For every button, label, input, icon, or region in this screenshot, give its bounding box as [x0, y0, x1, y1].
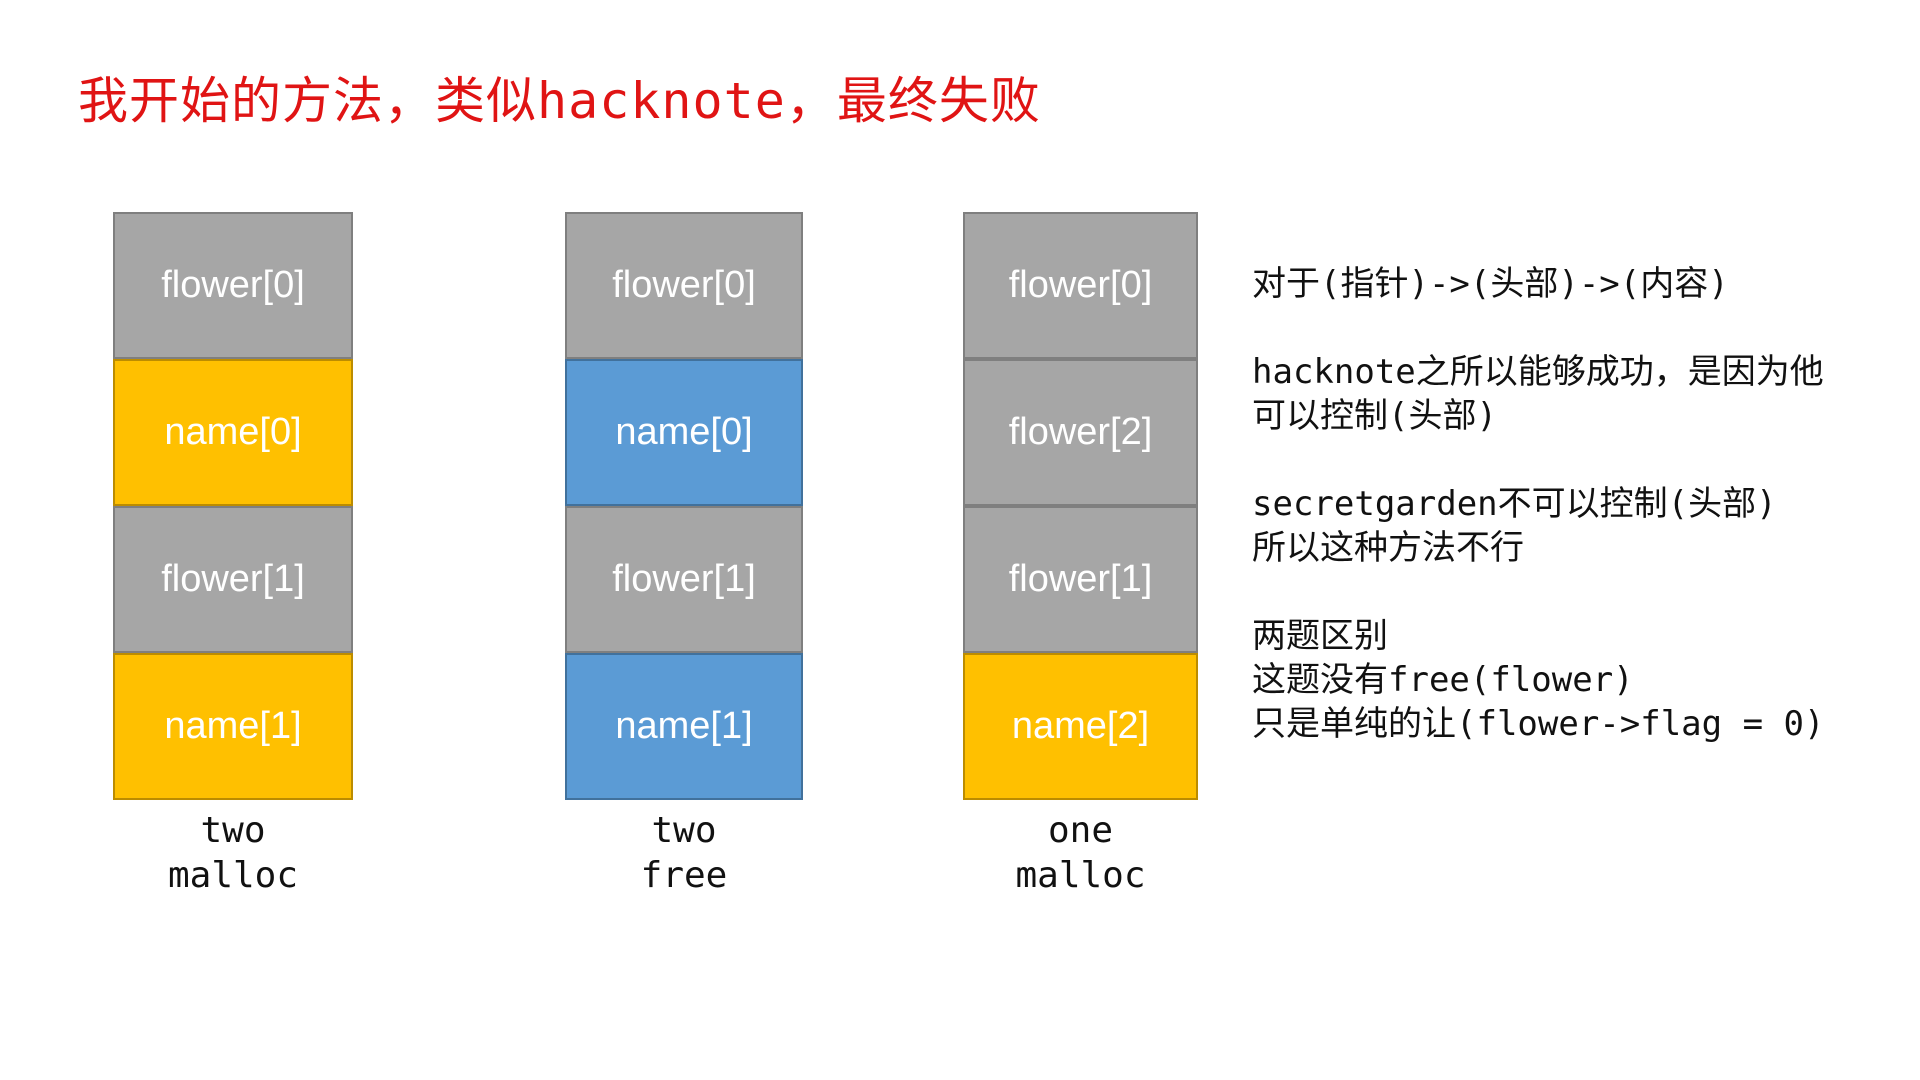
column-label-one-malloc: one malloc	[963, 808, 1198, 898]
memory-block: flower[1]	[963, 506, 1198, 653]
memory-block: name[0]	[565, 359, 803, 506]
page-title: 我开始的方法，类似hacknote，最终失败	[78, 72, 1041, 130]
note-line: 所以这种方法不行	[1252, 528, 1524, 568]
note-line: secretgarden不可以控制(头部)	[1252, 484, 1777, 524]
column-label-two-malloc: two malloc	[113, 808, 353, 898]
column-label-line: one	[1047, 810, 1114, 851]
column-label-line: malloc	[1015, 855, 1146, 896]
note-line: 只是单纯的让(flower->flag = 0)	[1252, 704, 1825, 744]
note-line	[1252, 306, 1824, 350]
note-line: 两题区别	[1252, 616, 1388, 656]
memory-column-two-malloc: flower[0] name[0] flower[1] name[1]	[113, 212, 353, 800]
note-line: 对于(指针)->(头部)->(内容)	[1252, 264, 1729, 304]
column-label-line: two	[200, 810, 266, 851]
note-line: 可以控制(头部)	[1252, 396, 1497, 436]
note-line	[1252, 570, 1824, 614]
memory-block: flower[1]	[113, 506, 353, 653]
note-line: hacknote之所以能够成功，是因为他	[1252, 352, 1824, 392]
memory-block: flower[1]	[565, 506, 803, 653]
memory-block: flower[0]	[113, 212, 353, 359]
column-label-two-free: two free	[565, 808, 803, 898]
note-line	[1252, 438, 1824, 482]
memory-column-two-free: flower[0] name[0] flower[1] name[1]	[565, 212, 803, 800]
memory-block: flower[0]	[963, 212, 1198, 359]
memory-column-one-malloc: flower[0] flower[2] flower[1] name[2]	[963, 212, 1198, 800]
note-line: 这题没有free(flower)	[1252, 660, 1634, 700]
column-label-line: free	[640, 855, 728, 896]
memory-block: name[1]	[565, 653, 803, 800]
memory-block: name[1]	[113, 653, 353, 800]
memory-block: flower[2]	[963, 359, 1198, 506]
column-label-line: two	[651, 810, 717, 851]
notes-panel: 对于(指针)->(头部)->(内容) hacknote之所以能够成功，是因为他 …	[1252, 262, 1824, 746]
column-label-line: malloc	[167, 855, 299, 896]
memory-block: name[0]	[113, 359, 353, 506]
memory-block: name[2]	[963, 653, 1198, 800]
memory-block: flower[0]	[565, 212, 803, 359]
